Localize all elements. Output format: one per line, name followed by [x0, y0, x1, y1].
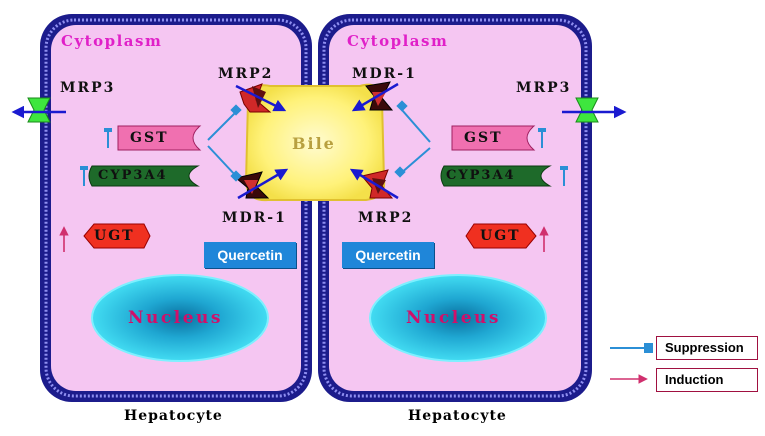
- mdr1-bottom-transporter: [234, 168, 289, 200]
- gst-right-label: GST: [464, 130, 503, 146]
- quercetin-box-right: Quercetin: [342, 242, 434, 268]
- mrp3-left-label: MRP3: [60, 80, 116, 96]
- legend-induction-label: Induction: [656, 368, 758, 392]
- hepatocyte-label-left: Hepatocyte: [124, 408, 223, 424]
- legend-suppression-label: Suppression: [656, 336, 758, 360]
- mrp3-right-label: MRP3: [516, 80, 572, 96]
- cytoplasm-label-right: Cytoplasm: [347, 32, 449, 50]
- nucleus-right: [369, 274, 547, 362]
- ugt-right-label: UGT: [480, 228, 521, 244]
- mrp2-bottom-label: MRP2: [358, 210, 414, 226]
- cyp3a4-left-label: CYP3A4: [98, 168, 168, 183]
- cyp3a4-right-label: CYP3A4: [446, 168, 516, 183]
- ugt-left-label: UGT: [94, 228, 135, 244]
- mdr1-bottom-label: MDR-1: [222, 210, 287, 226]
- bile-label: Bile: [292, 134, 336, 153]
- gst-left-shape: [104, 125, 202, 151]
- ugt-left-shape: [59, 223, 151, 252]
- mdr1-top-label: MDR-1: [352, 66, 417, 82]
- cyp3a4-right-shape: [440, 165, 568, 187]
- mdr1-top-transporter: [351, 81, 399, 112]
- mrp3-left-transporter: [11, 97, 66, 123]
- cytoplasm-label-left: Cytoplasm: [61, 32, 163, 50]
- mrp2-top-transporter: [235, 83, 287, 113]
- mrp2-top-label: MRP2: [218, 66, 274, 82]
- cyp3a4-left-shape: [80, 165, 200, 187]
- mrp2-bottom-transporter: [349, 168, 399, 200]
- legend-suppression-icon: [610, 343, 653, 353]
- hepatocyte-label-right: Hepatocyte: [408, 408, 507, 424]
- nucleus-left: [91, 274, 269, 362]
- mrp3-right-transporter: [562, 97, 627, 123]
- quercetin-box-left: Quercetin: [204, 242, 296, 268]
- ugt-right-shape: [465, 223, 549, 252]
- gst-right-shape: [451, 125, 546, 151]
- nucleus-label-right: Nucleus: [406, 308, 501, 328]
- nucleus-label-left: Nucleus: [128, 308, 223, 328]
- gst-left-label: GST: [130, 130, 169, 146]
